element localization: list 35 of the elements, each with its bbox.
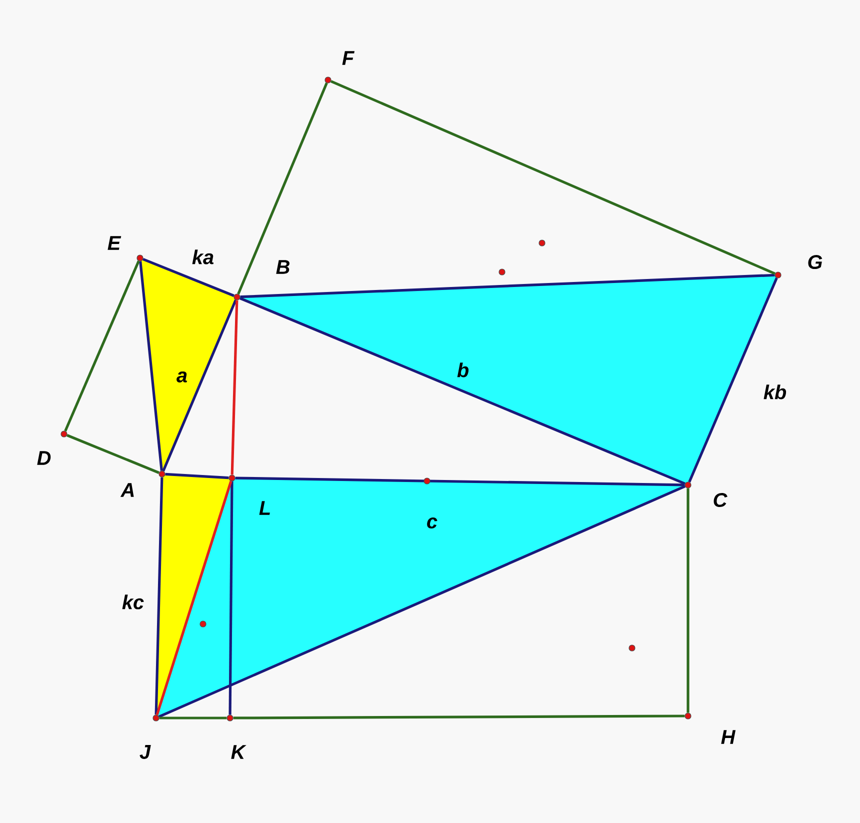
line-segment <box>330 80 776 275</box>
line-segment <box>240 274 775 298</box>
edge-label: c <box>427 518 438 528</box>
line-segment <box>154 477 164 715</box>
point-label: L <box>259 501 270 515</box>
point-label: J <box>140 745 151 759</box>
line-segment <box>159 716 227 720</box>
point-label: E <box>108 236 122 250</box>
line-segment <box>228 481 234 715</box>
point-label: G <box>808 254 822 270</box>
point-label: D <box>37 451 51 465</box>
line-segment <box>688 278 778 482</box>
edge-label: kb <box>764 384 786 400</box>
line-segment <box>686 488 690 713</box>
edge-label: b <box>457 362 469 378</box>
line-segment <box>142 258 234 297</box>
edge-label: kc <box>122 594 144 610</box>
point-label: B <box>276 260 290 274</box>
line-segment <box>66 434 160 474</box>
point-label: F <box>342 51 355 65</box>
line-segment <box>230 300 238 475</box>
line-segment <box>139 261 163 471</box>
line-segment <box>237 82 328 294</box>
point-label: K <box>231 745 246 759</box>
edge-label: ka <box>192 250 214 264</box>
point-label: A <box>120 483 134 497</box>
point-label: C <box>714 492 728 508</box>
line-segment <box>240 297 686 485</box>
line-segment <box>162 300 237 472</box>
point-label: H <box>721 730 736 744</box>
line-segment <box>233 714 685 720</box>
line-segment <box>165 472 229 480</box>
line-segment <box>235 476 685 486</box>
line-segment <box>64 260 140 432</box>
edge-label: a <box>176 372 187 382</box>
